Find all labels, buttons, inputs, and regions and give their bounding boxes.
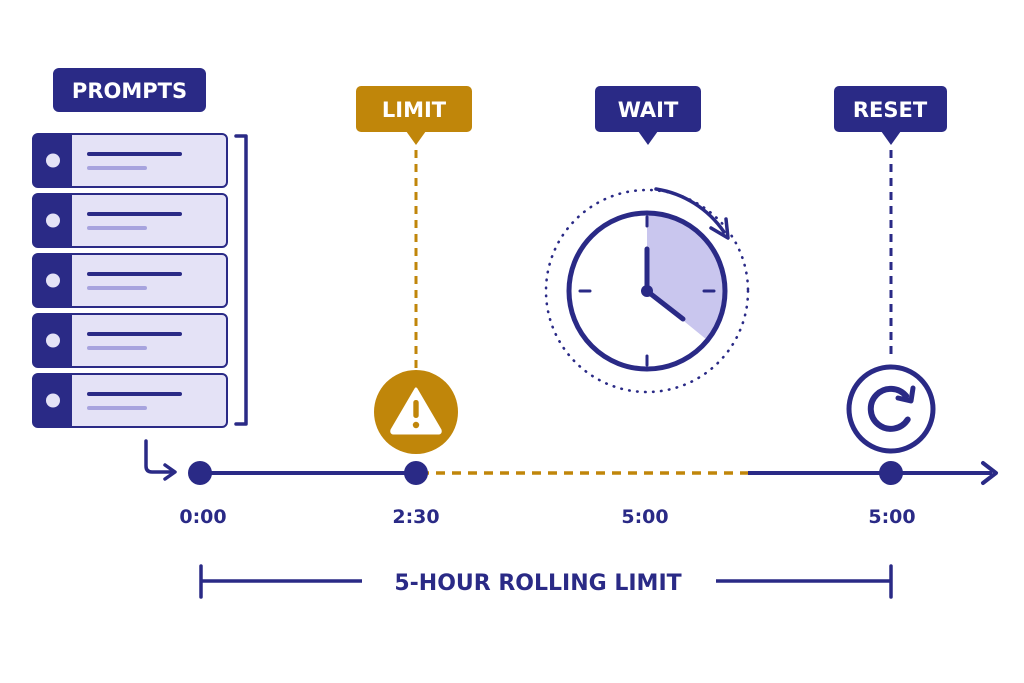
- prompt-card-dot: [46, 153, 60, 168]
- tick-label-reset: 5:00: [868, 506, 915, 528]
- timeline-limit-dot: [404, 461, 428, 485]
- tick-label-limit: 2:30: [392, 506, 439, 528]
- wait-label: WAIT: [618, 98, 679, 122]
- tick-label-start: 0:00: [179, 506, 226, 528]
- prompt-card: [32, 313, 228, 368]
- prompt-card: [32, 373, 228, 428]
- refresh-icon: [846, 364, 936, 454]
- prompt-card-dot: [46, 213, 60, 228]
- prompt-card-dot: [46, 273, 60, 288]
- rolling-window-label: 5-HOUR ROLLING LIMIT: [394, 571, 681, 596]
- timeline-reset-dot: [879, 461, 903, 485]
- clock-icon: [544, 187, 750, 394]
- hook-arrow: [144, 439, 177, 481]
- limit-label: LIMIT: [382, 98, 447, 122]
- rolling-window: 5-HOUR ROLLING LIMIT: [199, 564, 893, 599]
- reset-label: RESET: [853, 98, 928, 122]
- timeline: [188, 461, 998, 485]
- warning-icon: [374, 370, 458, 454]
- reset-marker: RESET: [834, 86, 947, 454]
- prompt-stack: [32, 133, 228, 428]
- timeline-start-dot: [188, 461, 212, 485]
- tick-label-wait: 5:00: [621, 506, 668, 528]
- stack-bracket: [234, 134, 248, 426]
- prompts-title: PROMPTS: [72, 79, 187, 103]
- prompt-card-dot: [46, 393, 60, 408]
- prompt-card: [32, 133, 228, 188]
- limit-marker: LIMIT: [356, 86, 472, 454]
- prompt-card: [32, 253, 228, 308]
- tick-labels: 0:00 2:30 5:00 5:00: [179, 506, 915, 528]
- prompts-badge: PROMPTS: [53, 68, 206, 112]
- prompt-card-dot: [46, 333, 60, 348]
- timeline-arrowhead: [981, 461, 998, 485]
- wait-marker: WAIT: [544, 86, 750, 394]
- prompt-card: [32, 193, 228, 248]
